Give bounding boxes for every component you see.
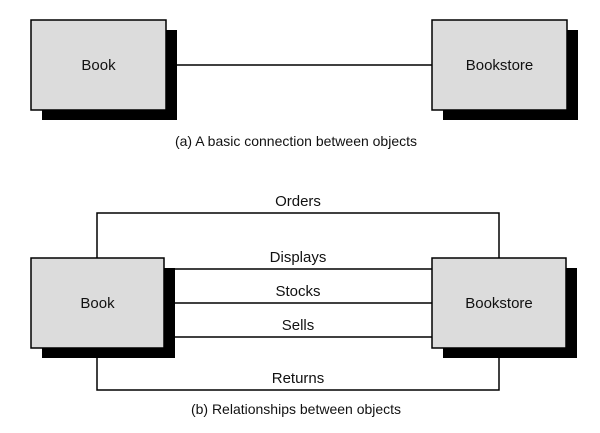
book-box-a-body xyxy=(30,19,167,111)
book-box-b: Book xyxy=(30,257,175,358)
stocks-label: Stocks xyxy=(275,283,320,300)
displays-label: Displays xyxy=(270,249,327,266)
bookstore-box-b-body xyxy=(431,257,567,349)
panel-b: Orders Displays Stocks Sells Returns Boo… xyxy=(30,193,577,417)
panel-a: Book Bookstore (a) A basic connection be… xyxy=(30,19,578,149)
returns-label: Returns xyxy=(272,370,325,387)
bookstore-box-a-body xyxy=(431,19,568,111)
bookstore-box-b-label: Bookstore xyxy=(465,295,533,312)
orders-line xyxy=(96,212,500,258)
caption-a: (a) A basic connection between objects xyxy=(175,133,417,149)
bookstore-box-b: Bookstore xyxy=(431,257,577,358)
book-box-b-body xyxy=(30,257,165,349)
orders-label: Orders xyxy=(275,193,321,210)
returns-line xyxy=(96,348,500,391)
book-box-a-label: Book xyxy=(81,57,116,74)
caption-b: (b) Relationships between objects xyxy=(191,401,401,417)
bookstore-box-a-label: Bookstore xyxy=(466,57,534,74)
bookstore-box-a: Bookstore xyxy=(431,19,578,120)
sells-label: Sells xyxy=(282,317,315,334)
book-box-b-label: Book xyxy=(80,295,115,312)
book-box-a: Book xyxy=(30,19,177,120)
